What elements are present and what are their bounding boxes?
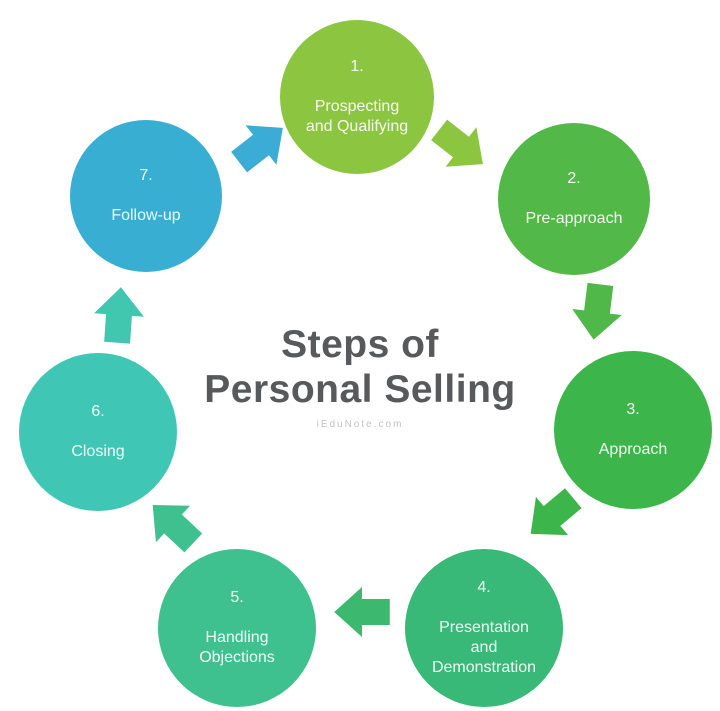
step-number: 5. [230,589,244,606]
step-circle-1: 1. Prospecting and Qualifying [280,20,434,174]
step-number: 1. [350,58,364,75]
arrow-6-to-7-icon [94,287,144,344]
arrow-7-to-1-icon [231,125,283,173]
title-line-2: Personal Selling [204,368,516,411]
arrow-5-to-6-icon [152,505,203,553]
arrow-3-to-4-icon [530,488,582,536]
arrow-2-to-3-icon [572,282,622,340]
step-circle-2: 2. Pre-approach [498,123,650,275]
step-circle-3: 3. Approach [554,351,712,509]
step-label: Presentation and Demonstration [431,619,537,676]
step-text: 1. Prospecting and Qualifying [306,37,408,157]
step-label: Pre-approach [525,210,623,227]
arrow-1-to-2-icon [431,119,483,167]
step-text: 3. Approach [599,380,668,480]
step-circle-4: 4. Presentation and Demonstration [405,549,563,707]
page-title: Steps of Personal Selling [0,322,720,412]
step-number: 2. [567,170,581,187]
step-text: 7. Follow-up [111,146,180,246]
step-text: 2. Pre-approach [526,149,623,249]
step-label: Follow-up [111,207,181,224]
step-text: 4. Presentation and Demonstration [432,558,536,698]
watermark: iEduNote.com [316,419,404,430]
step-text: 5. Handling Objections [199,568,275,688]
step-number: 6. [91,403,105,420]
step-number: 3. [626,401,640,418]
title-line-1: Steps of [281,323,439,366]
step-label: Prospecting and Qualifying [305,98,409,135]
step-number: 7. [139,167,153,184]
step-circle-7: 7. Follow-up [70,120,222,272]
arrow-4-to-5-icon [334,587,390,637]
step-circle-5: 5. Handling Objections [158,549,316,707]
step-text: 6. Closing [71,382,124,482]
step-number: 4. [477,579,491,596]
step-label: Closing [71,443,125,460]
step-label: Handling Objections [199,629,275,666]
step-label: Approach [598,441,668,458]
step-circle-6: 6. Closing [19,353,177,511]
